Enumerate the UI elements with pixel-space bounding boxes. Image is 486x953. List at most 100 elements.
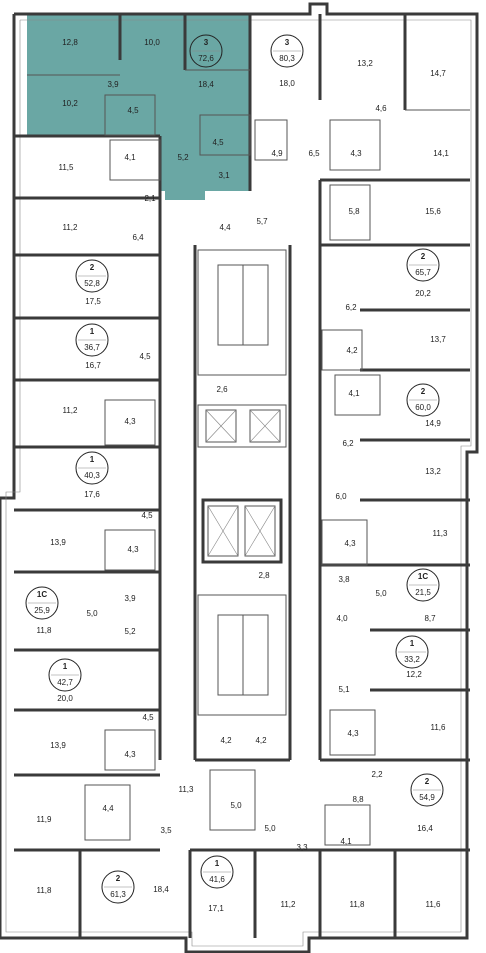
room-area: 11,3 (433, 529, 449, 538)
room-area: 15,6 (425, 207, 441, 216)
room-area: 11,2 (63, 406, 79, 415)
apartment-type: 1 (410, 639, 415, 648)
room-area: 11,9 (37, 815, 53, 824)
apartment-badge[interactable]: 2 60,0 (406, 383, 440, 417)
room-area: 6,5 (308, 149, 320, 158)
room-area: 4,5 (139, 352, 151, 361)
apartment-type: 3 (204, 38, 209, 47)
apartment-badge[interactable]: 1 33,2 (395, 635, 429, 669)
room-area: 6,2 (342, 439, 354, 448)
apartment-badge[interactable]: 2 52,8 (75, 259, 109, 293)
apartment-badge[interactable]: 3 72,6 (189, 34, 223, 68)
room-area: 13,7 (430, 335, 446, 344)
room-area: 11,8 (37, 626, 53, 635)
room-area: 4,5 (141, 511, 153, 520)
apartment-area: 65,7 (415, 268, 431, 277)
room-area: 14,9 (425, 419, 441, 428)
apartment-type: 2 (425, 777, 430, 786)
room-area: 5,1 (338, 685, 350, 694)
room-area: 4,2 (220, 736, 232, 745)
room-area: 5,7 (256, 217, 268, 226)
apartment-area: 21,5 (415, 588, 431, 597)
apartment-area: 33,2 (404, 655, 420, 664)
apartment-badge[interactable]: 1 41,6 (200, 855, 234, 889)
room-area: 4,3 (344, 539, 356, 548)
room-area: 18,4 (198, 80, 214, 89)
room-area: 18,0 (279, 79, 295, 88)
apartment-badge[interactable]: 1 40,3 (75, 451, 109, 485)
room-area: 12,8 (62, 38, 78, 47)
apartment-badge[interactable]: 1С 25,9 (25, 586, 59, 620)
apartment-badge[interactable]: 3 80,3 (270, 34, 304, 68)
apartment-type: 1 (215, 859, 220, 868)
room-area: 12,2 (406, 670, 422, 679)
apartment-area: 40,3 (84, 471, 100, 480)
room-area: 11,8 (37, 886, 53, 895)
room-area: 11,5 (59, 163, 75, 172)
room-area: 4,3 (350, 149, 362, 158)
room-area: 4,3 (127, 545, 139, 554)
apartment-badge[interactable]: 1 36,7 (75, 323, 109, 357)
room-area: 5,0 (375, 589, 387, 598)
room-area: 6,4 (132, 233, 144, 242)
room-area: 8,7 (424, 614, 436, 623)
apartment-type: 2 (421, 252, 426, 261)
apartment-type: 1С (37, 590, 47, 599)
room-area: 14,7 (430, 69, 446, 78)
room-area: 14,1 (433, 149, 449, 158)
room-area: 4,2 (346, 346, 358, 355)
room-area: 16,7 (85, 361, 101, 370)
partition-walls (14, 14, 470, 938)
room-area: 8,8 (352, 795, 364, 804)
apartment-type: 2 (116, 874, 121, 883)
room-area: 11,3 (179, 785, 195, 794)
room-area: 4,3 (124, 750, 136, 759)
highlighted-apartment-area[interactable] (27, 14, 250, 200)
apartment-type: 1 (90, 455, 95, 464)
apartment-area: 61,3 (110, 890, 126, 899)
room-area: 11,8 (350, 900, 366, 909)
apartment-type: 1 (63, 662, 68, 671)
room-area: 11,2 (281, 900, 297, 909)
room-area: 4,9 (271, 149, 283, 158)
apartment-type: 1С (418, 572, 428, 581)
room-area: 4,0 (336, 614, 348, 623)
room-area: 3,9 (124, 594, 136, 603)
room-area: 17,6 (84, 490, 100, 499)
room-area: 3,3 (296, 843, 308, 852)
room-area: 2,8 (258, 571, 270, 580)
bathrooms (84, 94, 381, 846)
apartment-badge[interactable]: 2 54,9 (410, 773, 444, 807)
room-area: 10,2 (62, 99, 78, 108)
room-area: 17,1 (208, 904, 224, 913)
apartment-type: 1 (90, 327, 95, 336)
apartment-area: 42,7 (57, 678, 73, 687)
room-area: 3,5 (160, 826, 172, 835)
room-area: 3,9 (107, 80, 119, 89)
apartment-badge[interactable]: 2 65,7 (406, 248, 440, 282)
apartment-badge[interactable]: 1С 21,5 (406, 568, 440, 602)
highlighted-apartment[interactable] (27, 14, 250, 200)
room-area: 13,2 (357, 59, 373, 68)
room-area: 6,2 (345, 303, 357, 312)
apartment-badge[interactable]: 1 42,7 (48, 658, 82, 692)
apartment-area: 52,8 (84, 279, 100, 288)
room-area: 2,6 (216, 385, 228, 394)
room-area: 5,0 (86, 609, 98, 618)
room-area: 5,0 (230, 801, 242, 810)
room-area: 4,1 (348, 389, 360, 398)
apartment-badge[interactable]: 2 61,3 (101, 870, 135, 904)
apartment-area: 25,9 (34, 606, 50, 615)
apartment-area: 72,6 (198, 54, 214, 63)
room-area: 4,4 (219, 223, 231, 232)
room-area: 10,0 (144, 38, 160, 47)
apartment-area: 60,0 (415, 403, 431, 412)
room-area: 4,4 (102, 804, 114, 813)
room-area: 11,6 (431, 723, 447, 732)
corridor-walls (193, 245, 292, 760)
room-area: 4,1 (340, 837, 352, 846)
room-area: 4,2 (255, 736, 267, 745)
room-area: 13,9 (50, 741, 66, 750)
apartment-badges: 3 72,6 3 80,3 2 52,8 1 36,7 1 40,3 (25, 34, 444, 904)
